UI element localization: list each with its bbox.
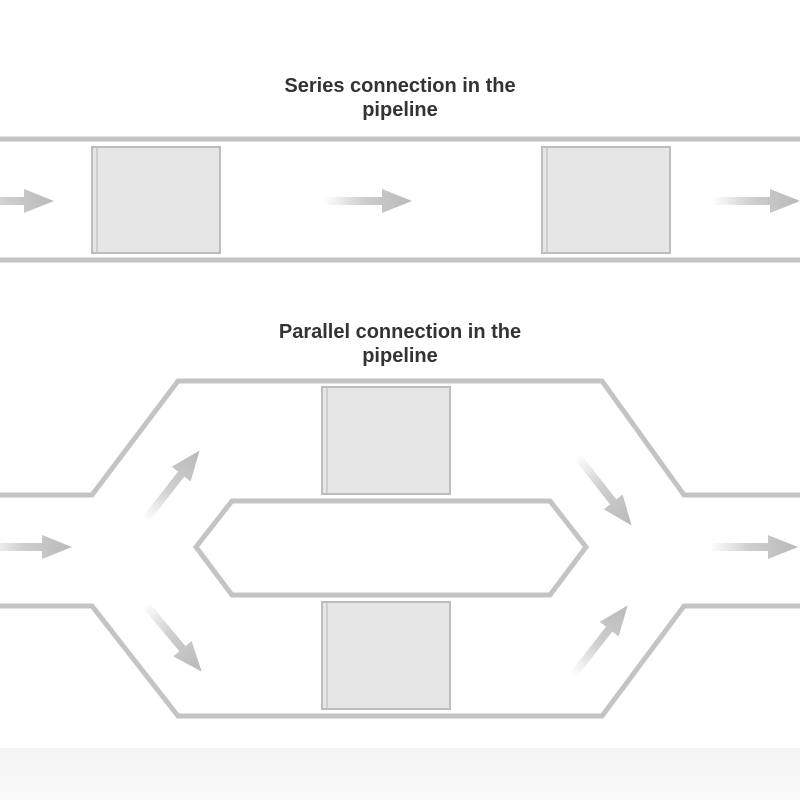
- parallel-flow-arrow-out: [710, 535, 798, 559]
- bottom-shadow-band: [0, 748, 800, 800]
- series-flow-arrow-out: [712, 189, 800, 213]
- parallel-pipeline: [0, 378, 800, 719]
- parallel-inner-island: [192, 498, 590, 598]
- series-flow-arrow-middle: [324, 189, 412, 213]
- parallel-diagram-title: Parallel connection in the pipeline: [0, 320, 800, 368]
- parallel-flow-arrow-split-down: [135, 596, 211, 680]
- series-title-line2: pipeline: [362, 99, 438, 121]
- series-unit-1: [91, 146, 221, 254]
- series-diagram-title: Series connection in the pipeline: [0, 74, 800, 122]
- parallel-title-line2: pipeline: [362, 345, 438, 367]
- series-title-line1: Series connection in the: [284, 75, 516, 97]
- series-pipeline: [0, 136, 800, 263]
- parallel-title-line1: Parallel connection in the: [278, 321, 522, 343]
- parallel-flow-arrow-split-up: [135, 443, 210, 528]
- parallel-flow-arrow-merge-bottom: [563, 598, 638, 683]
- series-unit-2: [541, 146, 671, 254]
- parallel-flow-arrow-in: [0, 535, 72, 559]
- series-flow-arrow-in: [0, 189, 54, 213]
- parallel-outer-bottom-wall: [0, 603, 800, 719]
- parallel-flow-arrow-merge-top: [567, 448, 642, 533]
- parallel-unit-bottom: [321, 601, 451, 710]
- parallel-outer-top-wall: [0, 378, 800, 498]
- parallel-unit-top: [321, 386, 451, 495]
